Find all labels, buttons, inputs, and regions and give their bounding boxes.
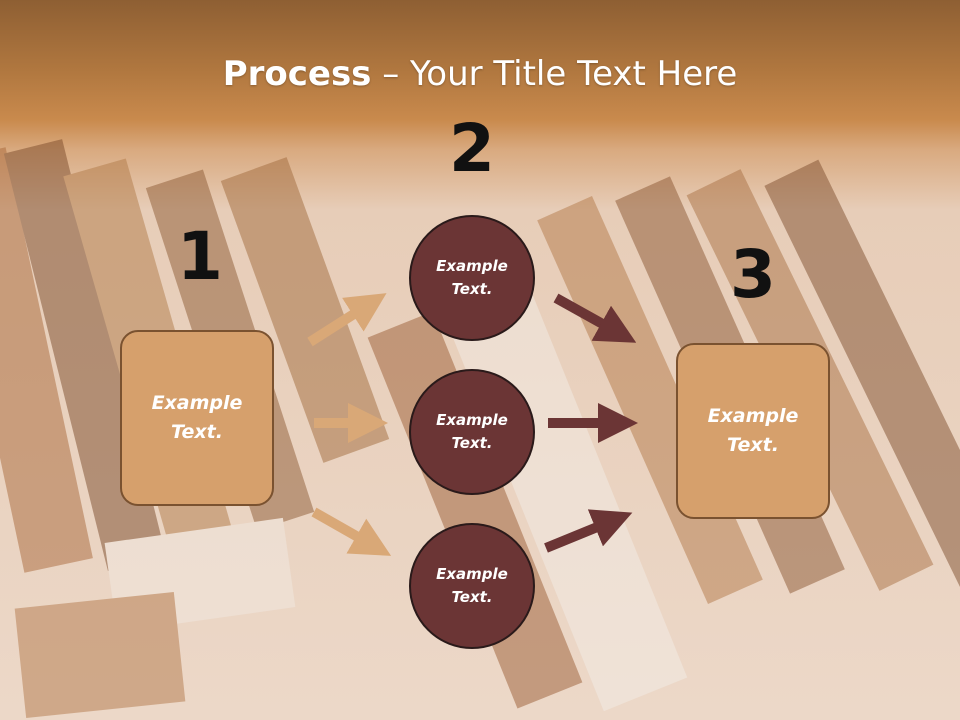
arrow-1-to-top: [307, 293, 387, 347]
step-3-box-label: Example Text.: [707, 405, 799, 456]
step-3-box: Example Text.: [676, 343, 830, 519]
arrow-top-to-3: [553, 293, 637, 343]
arrow-1-to-bottom: [311, 507, 392, 556]
circle-bottom-label: Example Text.: [436, 565, 508, 606]
step-2-circle-middle: Example Text.: [409, 369, 535, 495]
circle-middle-label: Example Text.: [436, 411, 508, 452]
step-number-3: 3: [730, 236, 776, 313]
step-2-circle-bottom: Example Text.: [409, 523, 535, 649]
slide-title: Process – Your Title Text Here: [0, 52, 960, 96]
step-2-circle-top: Example Text.: [409, 215, 535, 341]
step-number-2: 2: [449, 110, 495, 187]
step-number-1: 1: [177, 218, 223, 295]
title-bold: Process: [222, 54, 372, 94]
arrow-bottom-to-3: [544, 509, 633, 553]
circle-top-label: Example Text.: [436, 257, 508, 298]
step-1-box-label: Example Text.: [151, 392, 243, 443]
title-rest: – Your Title Text Here: [371, 54, 738, 94]
step-1-box: Example Text.: [120, 330, 274, 506]
